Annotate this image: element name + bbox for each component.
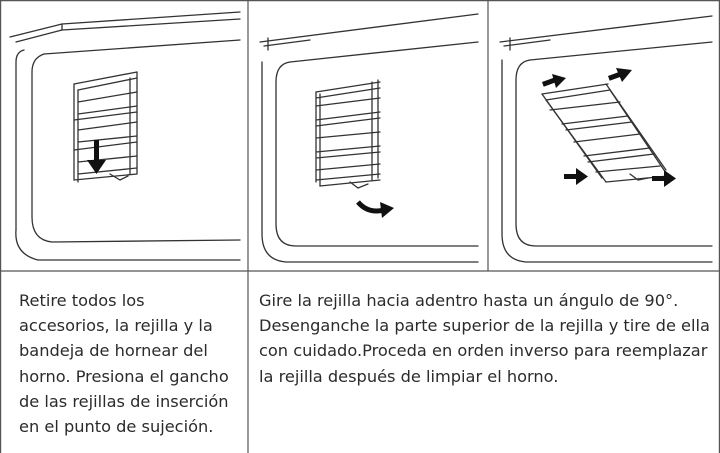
- illustration-rotate-rack: [259, 13, 479, 263]
- step-1-text: Retire todos los accesorios, la rejilla …: [19, 291, 229, 437]
- illustration-press-hook: [9, 11, 241, 261]
- arrow-right-icon: [542, 74, 566, 88]
- arrow-right-icon: [564, 168, 588, 185]
- step-2-text: Gire la rejilla hacia adentro hasta un á…: [259, 291, 710, 386]
- illustration-unhook-rack: [499, 15, 713, 263]
- arrow-down-icon: [87, 140, 106, 174]
- arrow-right-icon: [608, 68, 632, 82]
- arrow-right-icon: [652, 170, 676, 187]
- rotate-arrow-icon: [356, 200, 394, 218]
